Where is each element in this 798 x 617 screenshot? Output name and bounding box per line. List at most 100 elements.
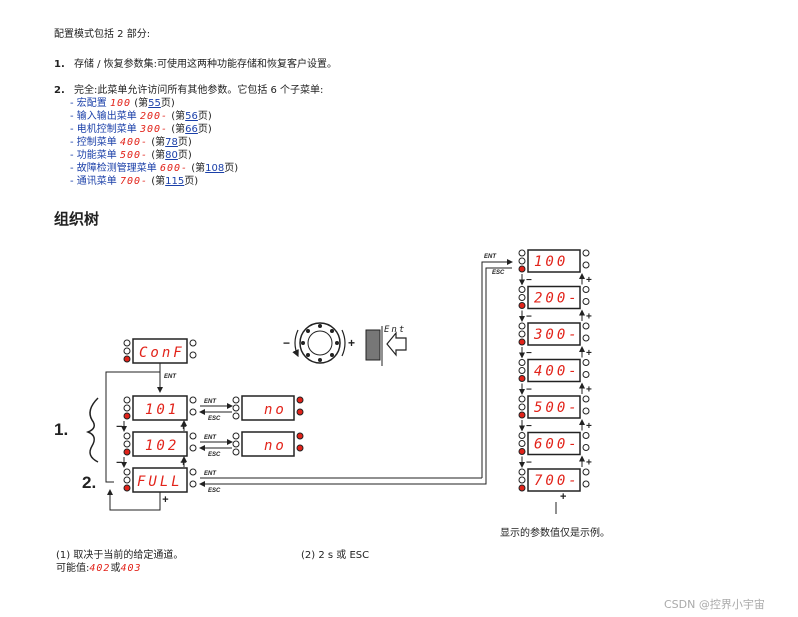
- menu-display-text: 500-: [534, 400, 580, 416]
- display-no-2: no: [232, 431, 304, 457]
- conf-display-text: ConF: [139, 345, 185, 361]
- minus-label: −: [116, 457, 123, 469]
- submenu-item: - 输入输出菜单 200- (第56页): [70, 110, 238, 123]
- menu-display-text: 200-: [534, 291, 580, 307]
- esc-label: ESC: [208, 452, 221, 458]
- menu-display-text: 400-: [534, 364, 580, 380]
- conf-display: ConF: [123, 338, 197, 364]
- page-prefix: (第: [171, 124, 186, 135]
- page-link[interactable]: 66: [185, 124, 198, 135]
- section-title: 组织树: [54, 210, 100, 228]
- page-prefix: (第: [151, 137, 166, 148]
- menu-display: 500-− +: [518, 395, 592, 432]
- submenu-label: - 通讯菜单: [70, 176, 117, 187]
- item-1: 1. 存储 / 恢复参数集:可使用这两种功能存储和恢复客户设置。: [54, 58, 337, 71]
- page-suffix: 页): [160, 98, 175, 109]
- possible-values-label: 可能值:: [56, 563, 90, 574]
- submenu-item: - 故障检测管理菜单 600- (第108页): [70, 162, 238, 175]
- display-full: FULL: [123, 467, 197, 493]
- page-link[interactable]: 78: [165, 137, 178, 148]
- item-1-number: 1.: [54, 59, 65, 70]
- submenu-label: - 电机控制菜单: [70, 124, 137, 135]
- menu-display-text: 700-: [534, 473, 580, 489]
- page-prefix: (第: [151, 150, 166, 161]
- or-text: 或: [110, 563, 121, 574]
- display-no-1: no: [232, 395, 304, 421]
- ent-label: ENT: [204, 435, 217, 441]
- page-link[interactable]: 80: [165, 150, 178, 161]
- submenu-label: - 故障检测管理菜单: [70, 163, 157, 174]
- value-code: 403: [120, 563, 142, 574]
- minus-label: −: [526, 385, 532, 396]
- minus-label: −: [283, 336, 290, 350]
- page-suffix: 页): [177, 150, 192, 161]
- minus-label: −: [526, 421, 532, 432]
- plus-label: +: [560, 491, 566, 503]
- display-102-text: 102: [145, 438, 179, 454]
- jog-dial-icon: [292, 322, 346, 364]
- enter-key-label: Ent: [384, 325, 406, 335]
- page-link[interactable]: 108: [205, 163, 225, 174]
- esc-label: ESC: [208, 416, 221, 422]
- submenu-label: - 输入输出菜单: [70, 111, 137, 122]
- minus-label: −: [526, 312, 532, 323]
- page-prefix: (第: [171, 111, 186, 122]
- page-prefix: (第: [134, 98, 149, 109]
- minus-label: −: [526, 348, 532, 359]
- item-2-text: 完全:此菜单允许访问所有其他参数。它包括 6 个子菜单:: [73, 85, 324, 96]
- footnote-2: (2) 2 s 或 ESC: [301, 550, 370, 561]
- plus-label: +: [348, 336, 355, 350]
- esc-label: ESC: [208, 488, 221, 494]
- submenu-code: 200-: [139, 111, 169, 122]
- ent-label: ENT: [204, 399, 217, 405]
- intro-text: 配置模式包括 2 部分:: [54, 29, 151, 40]
- esc-label: ESC: [492, 270, 505, 276]
- display-no-text: no: [264, 438, 287, 454]
- submenu-code: 700-: [119, 176, 149, 187]
- menu-display: 700-: [518, 468, 590, 492]
- page-link[interactable]: 55: [148, 98, 161, 109]
- item-2-number: 2.: [54, 85, 65, 96]
- display-full-text: FULL: [137, 474, 183, 490]
- submenu-code: 500-: [119, 150, 149, 161]
- submenu-item: - 控制菜单 400- (第78页): [70, 136, 238, 149]
- enter-key-icon: [365, 326, 407, 366]
- page-suffix: 页): [177, 137, 192, 148]
- page-prefix: (第: [191, 163, 206, 174]
- page-link[interactable]: 56: [185, 111, 198, 122]
- menu-display: 600-−+: [518, 431, 592, 469]
- ent-label: ENT: [204, 471, 217, 477]
- plus-label: +: [586, 421, 592, 432]
- submenu-code: 300-: [139, 124, 169, 135]
- submenu-label: - 功能菜单: [70, 150, 117, 161]
- item-1-text: 存储 / 恢复参数集:可使用这两种功能存储和恢复客户设置。: [73, 59, 338, 70]
- ent-label: ENT: [484, 254, 497, 260]
- section-1-label: 1.: [54, 420, 68, 439]
- footnote-1: (1) 取决于当前的给定通道。: [56, 550, 184, 561]
- page-link[interactable]: 115: [165, 176, 185, 187]
- display-no-text: no: [264, 402, 287, 418]
- page-suffix: 页): [184, 176, 199, 187]
- submenu-label: - 控制菜单: [70, 137, 117, 148]
- menu-display: 400-− +: [518, 358, 592, 396]
- page-prefix: (第: [151, 176, 166, 187]
- submenu-code: 400-: [119, 137, 149, 148]
- menu-display-column: 100−+200-−+300-−+400-−+500-−+600-−+700-: [518, 249, 592, 492]
- minus-label: −: [526, 458, 532, 469]
- plus-label: +: [586, 312, 592, 323]
- brace-icon: [85, 397, 99, 463]
- minus-label: −: [526, 275, 532, 286]
- plus-label: +: [586, 385, 592, 396]
- value-code: 402: [89, 563, 111, 574]
- submenu-list: - 宏配置 100 (第55页) - 输入输出菜单 200- (第56页) - …: [70, 97, 238, 188]
- footnote-1-values: 可能值:402或403: [56, 562, 142, 575]
- page-suffix: 页): [197, 124, 212, 135]
- menu-display-text: 600-: [534, 437, 580, 453]
- display-102: 102: [123, 431, 197, 457]
- submenu-item: - 宏配置 100 (第55页): [70, 97, 238, 110]
- page-suffix: 页): [197, 111, 212, 122]
- minus-label: −: [116, 421, 123, 433]
- menu-display: 100−+: [518, 249, 592, 286]
- submenu-item: - 电机控制菜单 300- (第66页): [70, 123, 238, 136]
